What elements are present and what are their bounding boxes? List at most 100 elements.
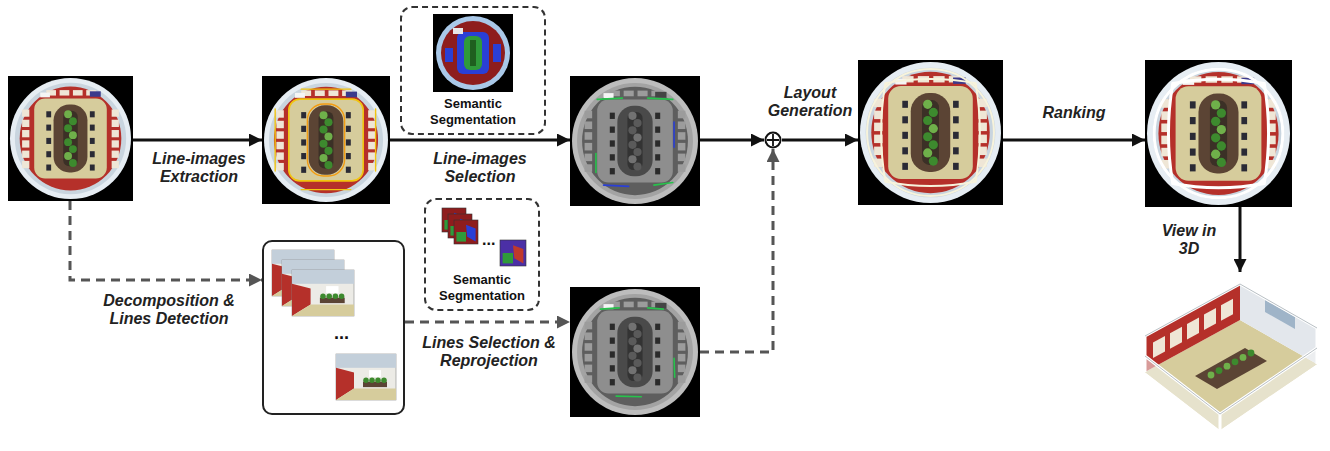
shelf <box>585 332 593 340</box>
chair <box>610 338 615 344</box>
chair <box>1241 149 1247 156</box>
chair <box>46 165 51 171</box>
room-rim-shade <box>1145 284 1317 414</box>
image-background <box>570 287 700 417</box>
plant <box>633 148 641 156</box>
seg-rim <box>436 16 510 90</box>
text-slot: Semantic Segmentation <box>432 272 532 303</box>
plant <box>1211 117 1220 126</box>
plant <box>319 125 327 133</box>
whiteboard <box>295 93 305 98</box>
seg-wall <box>441 21 505 85</box>
layout-wall-edge <box>885 179 887 182</box>
chair <box>90 151 95 157</box>
chair <box>90 138 95 144</box>
chair <box>953 116 959 123</box>
thumb-ceiling <box>292 270 354 284</box>
chair <box>90 111 95 117</box>
table <box>911 93 950 172</box>
table-top <box>63 111 78 167</box>
step-label: Ranking <box>1018 104 1130 122</box>
step-label: Line-images Extraction <box>138 150 260 187</box>
plant <box>1211 133 1220 142</box>
table-top <box>922 100 939 165</box>
room-rim <box>1145 284 1317 430</box>
plant <box>929 140 938 149</box>
shelf <box>276 110 283 117</box>
plant <box>319 140 327 148</box>
chair <box>346 153 351 159</box>
plant <box>628 352 636 360</box>
segmentation-box: Semantic Segmentation <box>400 6 546 135</box>
table-top <box>319 111 334 168</box>
layout-wall-edge <box>1262 181 1264 184</box>
plant <box>1211 100 1220 109</box>
text-slot: ... <box>334 324 349 342</box>
shelf <box>585 343 593 351</box>
seg-patch <box>503 253 513 263</box>
plant <box>1217 108 1226 117</box>
ceiling <box>866 68 996 198</box>
shelf <box>585 354 593 362</box>
screen <box>90 91 101 96</box>
ceiling <box>577 83 693 199</box>
floor <box>597 310 673 393</box>
plant <box>628 366 636 374</box>
chair <box>46 125 51 131</box>
chair <box>1241 101 1247 108</box>
shelf <box>678 143 686 151</box>
plant <box>633 162 641 170</box>
shelf <box>112 120 119 127</box>
detected-line <box>673 358 675 377</box>
plant <box>1217 158 1226 167</box>
segmentation-label: Semantic Segmentation <box>432 272 532 303</box>
table-top <box>627 323 642 381</box>
chair <box>610 127 615 133</box>
plant <box>324 161 332 169</box>
chair <box>346 139 351 145</box>
bookshelf <box>1204 308 1216 330</box>
plant <box>1211 150 1220 159</box>
shelf <box>22 130 29 137</box>
chair <box>902 101 908 108</box>
bookshelf <box>1187 317 1199 339</box>
thumb-plant <box>320 293 326 299</box>
room-3d-view <box>1125 272 1325 447</box>
shelf <box>585 143 593 151</box>
shelf <box>276 121 283 128</box>
flow-arrow <box>390 139 570 142</box>
seg-floor <box>457 32 489 74</box>
shelf <box>112 130 119 137</box>
chair <box>655 168 660 174</box>
detected-line <box>595 154 597 173</box>
thumb-plant <box>375 377 381 383</box>
table <box>1198 93 1238 173</box>
chair <box>90 165 95 171</box>
thumb-plant <box>363 377 369 383</box>
chair <box>655 338 660 344</box>
walls <box>1158 72 1278 195</box>
thumb-floor <box>292 305 354 317</box>
thumb-ceiling <box>336 354 396 368</box>
room-wall-front <box>1145 356 1220 430</box>
ceiling <box>15 83 126 194</box>
room-plant <box>1216 367 1223 374</box>
shelf <box>22 161 29 168</box>
chair <box>655 379 660 385</box>
step-label: Layout Generation <box>764 84 856 121</box>
plant <box>69 145 77 153</box>
chair <box>610 365 615 371</box>
lens-rim <box>860 62 1001 203</box>
plant <box>628 141 636 149</box>
cabinet <box>638 302 648 308</box>
ceiling <box>269 83 383 197</box>
chair <box>655 324 660 330</box>
plant <box>929 156 938 165</box>
chair <box>655 140 660 146</box>
chair <box>346 167 351 173</box>
plant <box>628 112 636 120</box>
bookshelf <box>1170 327 1182 349</box>
chair <box>346 112 351 118</box>
dashed-flow-arrow <box>405 321 570 324</box>
